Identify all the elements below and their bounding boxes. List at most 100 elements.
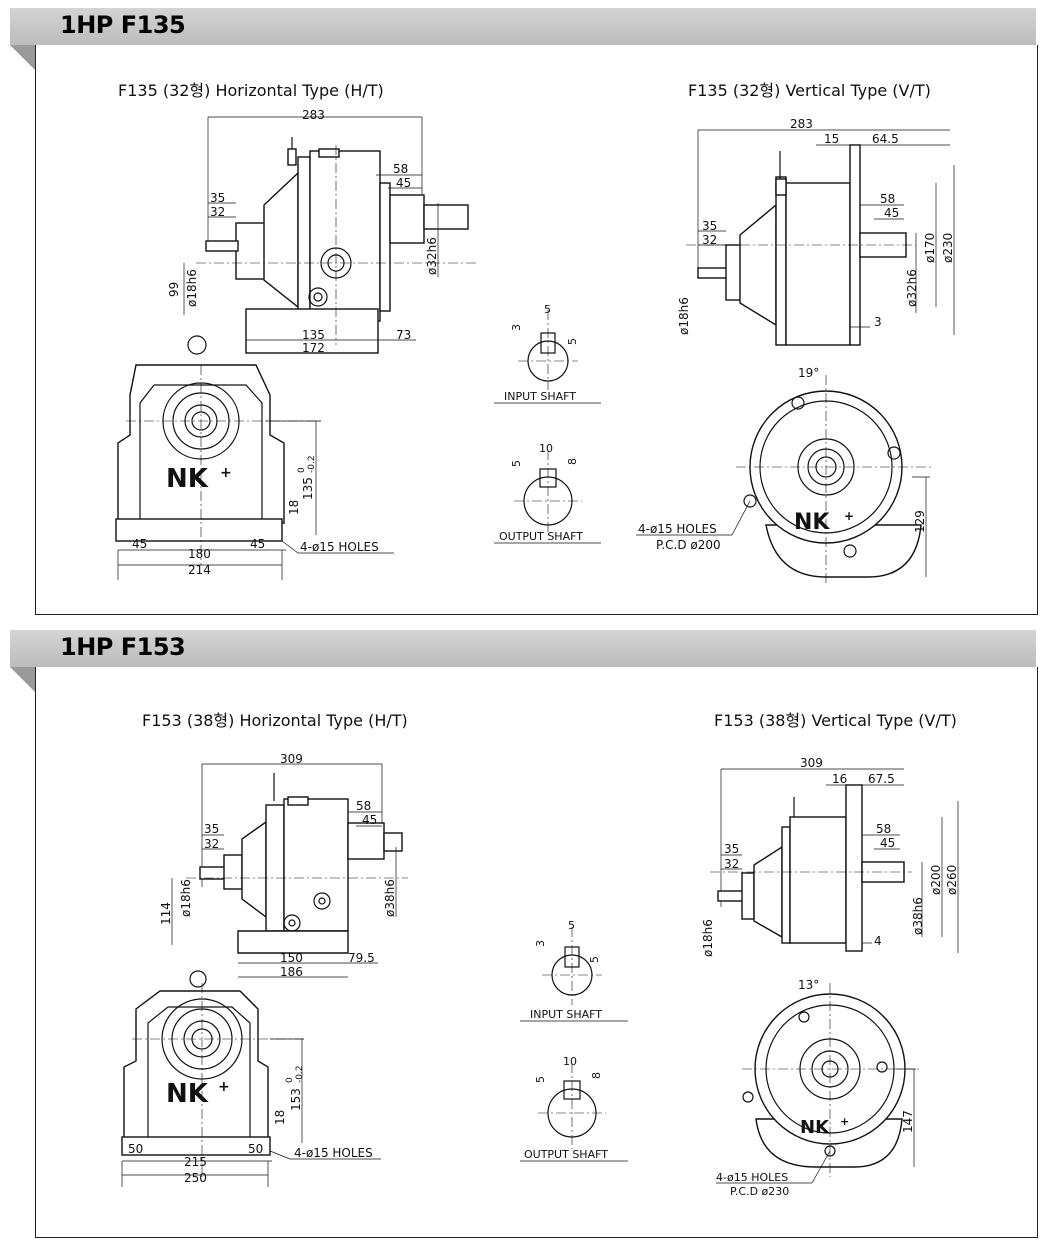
front-holes: 4-ø15 HOLES xyxy=(294,1146,373,1160)
ht-dim-35: 35 xyxy=(210,191,225,205)
ht-dim-base-inner: 135 xyxy=(302,328,325,342)
front-holes: 4-ø15 HOLES xyxy=(300,540,379,554)
vertical-caption: F153 (38형) Vertical Type (V/T) xyxy=(714,711,957,730)
ht-dim-45: 45 xyxy=(362,813,377,827)
ht-dim-shaft-out: ø32h6 xyxy=(425,237,439,275)
ht-side-view: 309 35 32 58 45 ø38h6 114 xyxy=(159,752,408,979)
front-dim-180: 180 xyxy=(188,547,211,561)
front-logo-plus: + xyxy=(218,1079,230,1095)
ht-front-view: NK + 45 180 45 214 18 135 0 -0.2 4-ø15 H… xyxy=(115,335,394,580)
output-w: 10 xyxy=(539,442,553,455)
header-notch xyxy=(10,45,36,71)
ht-dim-32: 32 xyxy=(210,205,225,219)
input-a: 3 xyxy=(534,940,547,947)
vt-dim-shaft-out: ø38h6 xyxy=(911,897,925,935)
ht-dim-58: 58 xyxy=(393,162,408,176)
section-title: 1HP F153 xyxy=(60,633,186,661)
section-title: 1HP F135 xyxy=(60,11,186,39)
ht-dim-overall: 283 xyxy=(302,108,325,122)
output-shaft-detail: 10 5 8 OUTPUT SHAFT xyxy=(520,1055,628,1162)
ht-dim-overall: 309 xyxy=(280,752,303,766)
vt-dim-3: 3 xyxy=(874,315,882,329)
flange-pcd: P.C.D ø200 xyxy=(656,538,721,552)
flange-logo-plus: + xyxy=(844,509,854,523)
output-shaft-detail: 10 5 8 OUTPUT SHAFT xyxy=(494,442,601,544)
vt-flange-view: NK + 19° 4-ø15 HOLES P.C.D ø200 129 xyxy=(636,366,931,585)
flange-logo: NK xyxy=(800,1117,830,1138)
input-label: INPUT SHAFT xyxy=(530,1008,602,1021)
vt-dim-58: 58 xyxy=(880,192,895,206)
ht-dim-center-h: 114 xyxy=(159,902,173,925)
vt-dim-shaft-in: ø18h6 xyxy=(701,919,715,957)
input-a: 3 xyxy=(510,324,523,331)
front-dim-45b: 50 xyxy=(248,1142,263,1156)
vt-dim-dia2: ø260 xyxy=(945,865,959,895)
drawing-f153: 309 35 32 58 45 ø38h6 114 xyxy=(121,752,959,1198)
vt-dim-dia2: ø230 xyxy=(941,233,955,263)
vt-side-view: 309 16 67.5 58 45 35 32 ø200 ø260 xyxy=(701,756,959,957)
input-b: 5 xyxy=(566,338,579,345)
section-header-f135: 1HP F135 xyxy=(10,8,1036,71)
flange-pcd: P.C.D ø230 xyxy=(730,1185,789,1198)
ht-dim-shaft-in: ø18h6 xyxy=(179,879,193,917)
vt-dim-58: 58 xyxy=(876,822,891,836)
horizontal-caption: F135 (32형) Horizontal Type (H/T) xyxy=(118,81,384,100)
front-logo: NK xyxy=(166,464,209,494)
flange-holes: 4-ø15 HOLES xyxy=(638,522,717,536)
front-dim-tol: 0 xyxy=(285,1077,295,1083)
ht-side-view: 283 35 32 58 45 xyxy=(167,108,476,355)
flange-holes: 4-ø15 HOLES xyxy=(716,1171,788,1184)
ht-dim-32: 32 xyxy=(204,837,219,851)
ht-dim-center-h: 99 xyxy=(167,282,181,297)
output-label: OUTPUT SHAFT xyxy=(499,530,583,543)
flange-dim-129: 129 xyxy=(913,510,927,533)
ht-dim-73: 79.5 xyxy=(348,951,375,965)
vertical-caption: F135 (32형) Vertical Type (V/T) xyxy=(688,81,931,100)
output-a: 5 xyxy=(534,1076,547,1083)
input-label: INPUT SHAFT xyxy=(504,390,576,403)
front-dim-height: 153 xyxy=(289,1088,303,1111)
front-dim-180: 215 xyxy=(184,1155,207,1169)
vt-dim-32: 32 xyxy=(702,233,717,247)
ht-front-view: NK + 50 215 50 250 18 153 0 -0.2 4-ø15 H… xyxy=(121,970,381,1187)
vt-side-view: 283 15 64.5 58 45 35 32 ø170 ø230 xyxy=(677,117,955,346)
output-b: 8 xyxy=(590,1072,603,1079)
vt-dim-645: 64.5 xyxy=(872,132,899,146)
vt-dim-15: 15 xyxy=(824,132,839,146)
front-dim-45a: 50 xyxy=(128,1142,143,1156)
ht-dim-base-inner: 150 xyxy=(280,951,303,965)
front-dim-45a: 45 xyxy=(132,537,147,551)
vt-dim-45: 45 xyxy=(884,206,899,220)
vt-dim-overall: 309 xyxy=(800,756,823,770)
vt-dim-35: 35 xyxy=(702,219,717,233)
vt-dim-shaft-out: ø32h6 xyxy=(905,269,919,307)
output-a: 5 xyxy=(510,460,523,467)
flange-angle: 13° xyxy=(798,978,819,992)
front-dim-214: 214 xyxy=(188,563,211,577)
header-notch xyxy=(10,667,36,693)
vt-dim-645: 67.5 xyxy=(868,772,895,786)
input-w: 5 xyxy=(544,303,551,316)
output-w: 10 xyxy=(563,1055,577,1068)
ht-dim-base-outer: 186 xyxy=(280,965,303,979)
flange-dim-129: 147 xyxy=(901,1110,915,1133)
flange-logo: NK xyxy=(794,510,830,535)
vt-dim-overall: 283 xyxy=(790,117,813,131)
front-logo: NK xyxy=(166,1079,209,1109)
vt-dim-15: 16 xyxy=(832,772,847,786)
ht-dim-35: 35 xyxy=(204,822,219,836)
vt-dim-dia1: ø170 xyxy=(923,233,937,263)
vt-dim-32: 32 xyxy=(724,857,739,871)
front-dim-tol2: -0.2 xyxy=(295,1065,305,1083)
front-dim-18: 18 xyxy=(287,500,301,515)
front-dim-tol2: -0.2 xyxy=(307,455,317,473)
output-b: 8 xyxy=(566,458,579,465)
vt-dim-dia1: ø200 xyxy=(929,865,943,895)
front-logo-plus: + xyxy=(220,465,232,481)
ht-dim-shaft-out: ø38h6 xyxy=(383,879,397,917)
ht-dim-58: 58 xyxy=(356,799,371,813)
front-dim-45b: 45 xyxy=(250,537,265,551)
front-dim-18: 18 xyxy=(273,1110,287,1125)
output-label: OUTPUT SHAFT xyxy=(524,1148,608,1161)
input-b: 5 xyxy=(588,956,601,963)
